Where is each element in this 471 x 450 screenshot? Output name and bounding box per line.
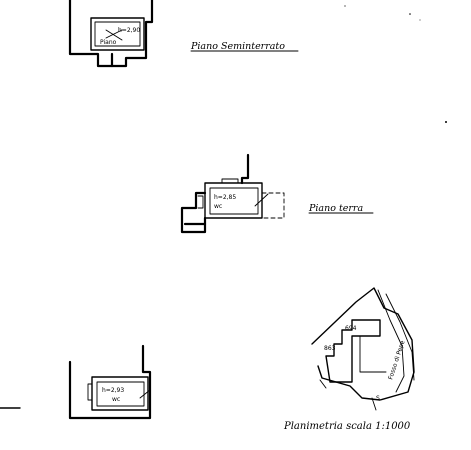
site-corner-label: S: [376, 395, 380, 402]
site-parcel-a-label: 694: [345, 325, 357, 332]
site-boundary-ticks: [319, 379, 377, 411]
basement-outer-wall: [68, 0, 154, 68]
lower-room-inner: [96, 381, 145, 407]
plan-ground-title: Piano terra: [308, 203, 363, 214]
lower-plan: h=2,93 wc: [0, 344, 152, 420]
ground-room-label: wc: [214, 203, 222, 210]
ground-room-inner: [209, 187, 259, 215]
lower-height-label: h=2,93: [102, 387, 124, 394]
basement-room-inner: [94, 21, 141, 47]
basement-plan: h=2,90 Piano: [68, 0, 154, 68]
ground-height-label: h=2,85: [214, 194, 236, 201]
basement-height-label: h=2,90: [118, 27, 140, 34]
ground-door-swing: [254, 193, 269, 207]
site-road-edge-inner: [377, 289, 405, 393]
plan-basement-title: Piano Seminterrato: [190, 41, 285, 52]
site-parcel-outline: [311, 287, 415, 401]
basement-room-label: Piano: [100, 39, 117, 46]
scan-specks: [344, 5, 447, 123]
site-parcel-division: [359, 335, 387, 373]
site-plan-title: Planimetria scala 1:1000: [283, 421, 411, 432]
basement-room-outline: [90, 17, 145, 51]
site-plan: 694 863 Fosso di Pepe S: [311, 287, 415, 411]
site-road-edge-outer: [385, 293, 415, 381]
ground-outer-wall-left: [180, 191, 207, 234]
basement-stair-mark: [105, 29, 123, 41]
lower-door-mark: [139, 389, 151, 399]
site-building-footprint: [325, 319, 381, 383]
lower-window-left: [87, 383, 93, 401]
lower-room-outline: [91, 376, 149, 411]
ground-outer-wall-right: [240, 153, 250, 185]
ground-dashed-extension: [261, 192, 285, 219]
ground-room-outline: [204, 182, 263, 219]
ground-door-top: [221, 178, 239, 184]
lower-outer-wall: [68, 344, 152, 420]
ground-plan: h=2,85 wc: [180, 153, 285, 234]
site-parcel-b-label: 863: [324, 345, 336, 352]
lower-room-label: wc: [112, 396, 120, 403]
ground-window-left: [197, 195, 204, 209]
